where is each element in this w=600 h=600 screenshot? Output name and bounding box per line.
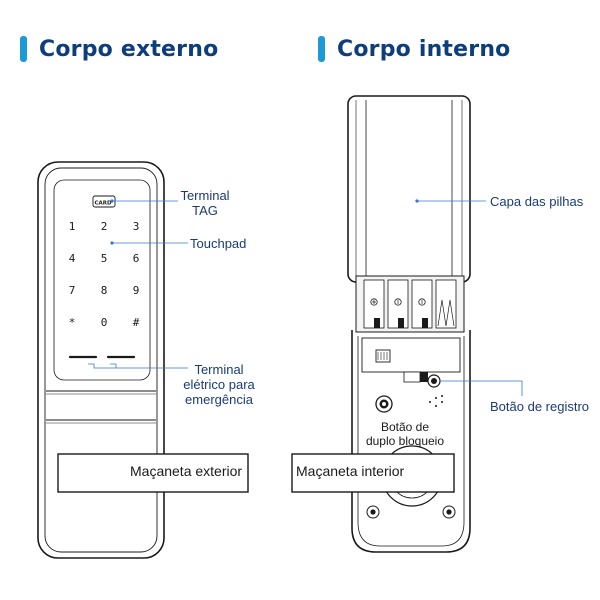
touchpad-key: 1	[69, 220, 76, 233]
battery-compartment	[355, 275, 465, 333]
register-button	[427, 374, 441, 388]
double-lock-label-line2: duplo bloqueio	[365, 434, 445, 448]
speaker-holes	[429, 395, 443, 407]
touchpad-key: 9	[133, 284, 140, 297]
battery-cover	[347, 95, 471, 283]
exterior-handle	[57, 453, 249, 493]
tag-terminal-label-line1: Terminal	[180, 188, 230, 203]
touchpad-label: Touchpad	[190, 236, 247, 251]
emergency-terminal-label-line2: elétrico para	[183, 377, 255, 392]
touchpad-key: 6	[133, 252, 140, 265]
touchpad-key: 4	[69, 252, 76, 265]
emergency-terminal-label: Terminal elétrico para emergência	[176, 362, 262, 407]
touchpad-key: #	[133, 316, 140, 329]
interior-heading: Corpo interno	[318, 34, 511, 64]
touchpad-keys: 1 2 3 4 5 6 7 8 9 * 0 #	[69, 220, 140, 329]
mounting-screws	[366, 505, 456, 519]
touchpad-key: 5	[101, 252, 108, 265]
exterior-heading: Corpo externo	[20, 34, 218, 64]
heading-accent-bar	[318, 36, 325, 62]
heading-accent-bar	[20, 36, 27, 62]
interior-leaders	[415, 199, 523, 396]
exterior-handle-label: Maçaneta exterior	[130, 463, 243, 479]
interior-handle	[291, 453, 455, 493]
interior-handle-label: Maçaneta interior	[296, 463, 405, 479]
touchpad-key: 3	[133, 220, 140, 233]
interior-body	[291, 95, 471, 553]
svg-text:CARD: CARD	[94, 201, 112, 207]
double-lock-label: Botão de duplo bloqueio	[350, 420, 460, 448]
touchpad-key: 8	[101, 284, 108, 297]
card-reader-badge: CARD	[92, 195, 116, 208]
exterior-heading-text: Corpo externo	[39, 36, 219, 62]
battery-cover-label: Capa das pilhas	[490, 194, 584, 209]
emergency-terminal-label-line1: Terminal	[194, 362, 244, 377]
circuit-board	[361, 337, 461, 383]
touchpad-key: 2	[101, 220, 108, 233]
register-button-label: Botão de registro	[490, 399, 590, 414]
touchpad-key: 7	[69, 284, 76, 297]
exterior-leaders	[88, 199, 188, 369]
touchpad-key: 0	[101, 316, 108, 329]
double-lock-label-line1: Botão de	[380, 420, 430, 434]
tag-terminal-label-line2: TAG	[192, 203, 218, 218]
emergency-terminal-label-line3: emergência	[185, 392, 253, 407]
interior-heading-text: Corpo interno	[337, 36, 511, 62]
touchpad-key: *	[69, 316, 76, 329]
tag-terminal-label: Terminal TAG	[176, 188, 234, 218]
double-lock-button	[375, 395, 393, 413]
exterior-body: CARD 1 2 3 4 5 6 7 8 9 * 0 #	[37, 161, 249, 559]
